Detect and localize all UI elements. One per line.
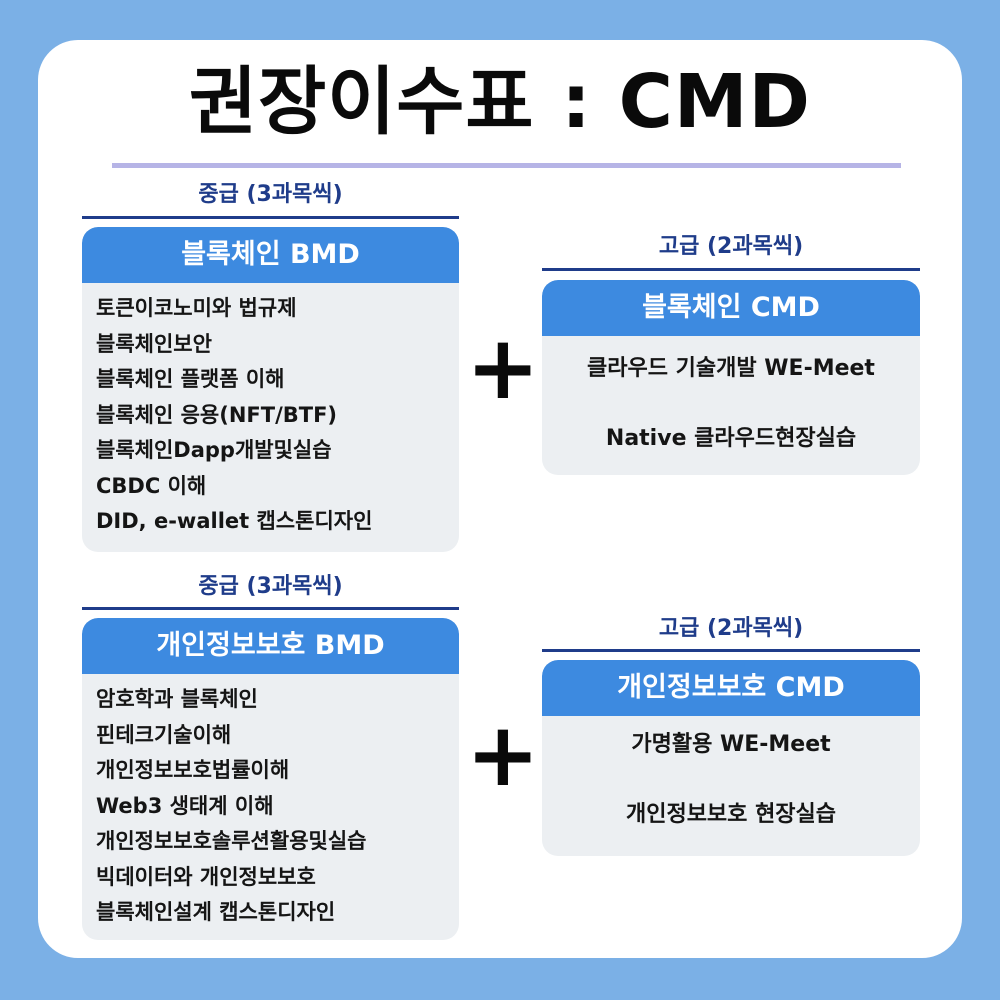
advanced-level-label-2: 고급 (2과목씩) xyxy=(658,616,804,641)
advanced-level-label-1: 고급 (2과목씩) xyxy=(658,234,804,259)
intermediate-list-1: 토큰이코노미와 법규제 블록체인보안 블록체인 플랫폼 이해 블록체인 응용(N… xyxy=(82,283,459,540)
list-item: 블록체인Dapp개발및실습 xyxy=(96,438,332,462)
list-item: 블록체인 플랫폼 이해 xyxy=(96,367,285,391)
list-item: 블록체인설계 캡스톤디자인 xyxy=(96,900,336,924)
plus-icon-2: + xyxy=(466,703,540,806)
advanced-header-1: 블록체인 CMD xyxy=(542,280,920,336)
list-item: DID, e-wallet 캡스톤디자인 xyxy=(96,509,373,533)
list-item: 빅데이터와 개인정보보호 xyxy=(96,864,316,889)
title-divider xyxy=(112,163,901,168)
list-item: 개인정보보호법률이해 xyxy=(96,758,290,782)
intermediate-box-1: 블록체인 BMD 토큰이코노미와 법규제 블록체인보안 블록체인 플랫폼 이해 … xyxy=(82,227,459,552)
list-item: 개인정보보호솔루션활용및실습 xyxy=(96,829,367,853)
advanced-level-rule-2 xyxy=(542,649,920,652)
list-item: Native 클라우드현장실습 xyxy=(605,426,857,451)
intermediate-level-label-1: 중급 (3과목씩) xyxy=(198,182,343,207)
list-item: 토큰이코노미와 법규제 xyxy=(96,296,297,320)
list-item: Web3 생태계 이해 xyxy=(96,793,274,818)
advanced-header-2: 개인정보보호 CMD xyxy=(542,660,920,716)
list-item: 가명활용 WE-Meet xyxy=(631,732,831,757)
list-item: 블록체인보안 xyxy=(96,331,212,356)
advanced-level-rule-1 xyxy=(542,268,920,271)
list-item: CBDC 이해 xyxy=(96,473,207,498)
intermediate-level-label-2: 중급 (3과목씩) xyxy=(198,574,343,599)
page-title: 권장이수표 : CMD xyxy=(189,59,811,145)
list-item: 핀테크기술이해 xyxy=(96,722,232,747)
advanced-box-1: 블록체인 CMD 클라우드 기술개발 WE-Meet Native 클라우드현장… xyxy=(542,280,920,475)
advanced-box-2: 개인정보보호 CMD 가명활용 WE-Meet 개인정보보호 현장실습 xyxy=(542,660,920,856)
list-item: 블록체인 응용(NFT/BTF) xyxy=(96,402,338,427)
intermediate-level-rule-1 xyxy=(82,216,459,219)
intermediate-header-2: 개인정보보호 BMD xyxy=(82,618,459,674)
intermediate-level-rule-2 xyxy=(82,607,459,610)
intermediate-header-1: 블록체인 BMD xyxy=(82,227,459,283)
intermediate-list-2: 암호학과 블록체인 핀테크기술이해 개인정보보호법률이해 Web3 생태계 이해… xyxy=(82,674,459,931)
list-item: 개인정보보호 현장실습 xyxy=(625,802,837,827)
plus-icon-1: + xyxy=(466,316,540,419)
list-item: 클라우드 기술개발 WE-Meet xyxy=(587,356,875,381)
list-item: 암호학과 블록체인 xyxy=(96,687,258,711)
intermediate-box-2: 개인정보보호 BMD 암호학과 블록체인 핀테크기술이해 개인정보보호법률이해 … xyxy=(82,618,459,940)
